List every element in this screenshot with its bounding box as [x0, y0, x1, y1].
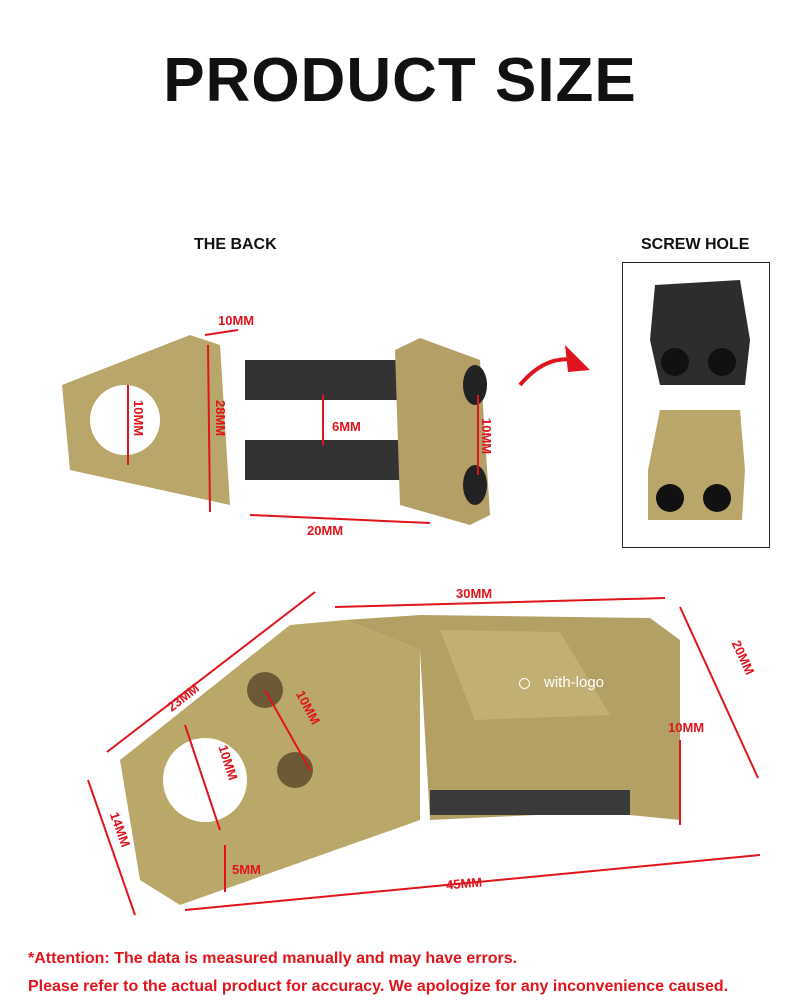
screw-rod — [245, 360, 415, 400]
side-view-product — [120, 615, 680, 905]
mount-hole — [90, 385, 160, 455]
dim-label: 10MM — [479, 418, 494, 455]
attention-note: *Attention: The data is measured manuall… — [28, 950, 518, 967]
screw-hole-label: SCREW HOLE — [641, 236, 750, 253]
dim-label: 28MM — [213, 400, 228, 437]
dim-label: 6MM — [332, 419, 361, 434]
arrow-icon — [565, 345, 590, 372]
screw-hole-black — [650, 280, 750, 385]
screw-rod — [245, 440, 415, 480]
screw-hole-frame — [622, 262, 770, 548]
dim-label: 10MM — [131, 400, 146, 437]
mount-hole — [163, 738, 247, 822]
screw-hole-brass — [648, 410, 745, 520]
page-title: PRODUCT SIZE — [163, 46, 637, 115]
apology-note: Please refer to the actual product for a… — [28, 978, 729, 995]
dim-label: 30MM — [456, 586, 493, 601]
logo-marker: with-logo — [519, 674, 604, 691]
dim-label: 10MM — [668, 720, 705, 735]
dim-label: 5MM — [232, 862, 261, 877]
circle-icon — [519, 677, 530, 689]
back-label: THE BACK — [194, 236, 277, 253]
dim-label: 45MM — [445, 874, 483, 893]
back-view-product — [62, 335, 490, 525]
dim-label: 10MM — [218, 313, 255, 328]
dim-label: 20MM — [307, 523, 344, 538]
logo-text: with-logo — [544, 674, 605, 691]
dimension-lines — [87, 329, 761, 916]
